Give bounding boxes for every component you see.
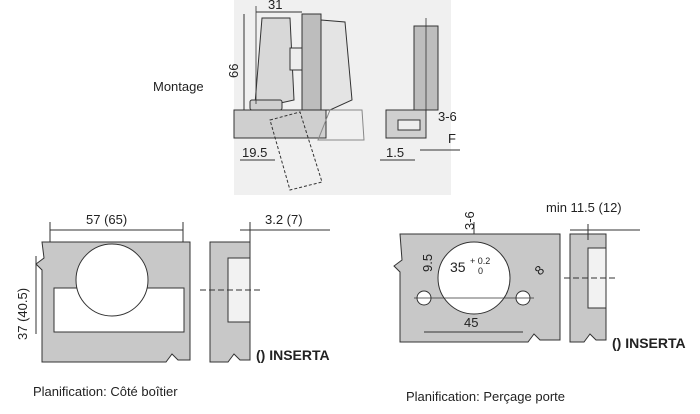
dim-9-5: 9.5 xyxy=(420,254,435,272)
hinge-arm xyxy=(254,17,295,105)
dim-edge: 3-6 xyxy=(462,211,477,230)
cabinet-wall xyxy=(233,109,327,139)
mounting-plate xyxy=(249,99,283,111)
dim-tol-plus: + 0.2 xyxy=(470,256,490,266)
dim-tol-zero: 0 xyxy=(478,266,483,276)
dim-1-5: 1.5 xyxy=(386,145,404,160)
montage-section: Montage 31 66 19.5 3-6 F 1.5 xyxy=(153,0,460,195)
ghost-plate xyxy=(317,109,365,141)
hinge-screw xyxy=(289,47,303,71)
dim-19-5: 19.5 xyxy=(242,145,267,160)
door-open-outline xyxy=(269,111,323,191)
dim-31: 31 xyxy=(268,0,282,12)
boitier-cup-hole xyxy=(75,243,149,317)
dim-66: 66 xyxy=(226,64,241,78)
dim-3-6: 3-6 xyxy=(438,109,457,124)
dim-min: min 11.5 (12) xyxy=(546,200,622,215)
boitier-section: 57 (65) 37 (40.5) 3.2 (7) () INSERTA Pla… xyxy=(15,212,330,399)
dim-35: 35 xyxy=(450,259,466,275)
porte-section: 3-6 9.5 35 + 0.2 0 8 45 min 11.5 (12) ()… xyxy=(393,200,686,404)
porte-brand: () INSERTA xyxy=(612,335,686,351)
dim-width: 57 (65) xyxy=(86,212,127,227)
boitier-caption: Planification: Côté boîtier xyxy=(33,384,178,399)
side-plate xyxy=(397,119,421,131)
dim-45: 45 xyxy=(464,315,478,330)
porte-caption: Planification: Perçage porte xyxy=(406,389,565,404)
montage-title: Montage xyxy=(153,79,204,94)
boitier-brand: () INSERTA xyxy=(256,347,330,363)
dim-height: 37 (40.5) xyxy=(15,288,30,340)
door-panel xyxy=(301,13,322,111)
porte-cup-hole xyxy=(437,241,511,315)
dim-depth: 3.2 (7) xyxy=(265,212,303,227)
hinge-cup xyxy=(320,19,353,111)
dim-f: F xyxy=(448,131,456,146)
